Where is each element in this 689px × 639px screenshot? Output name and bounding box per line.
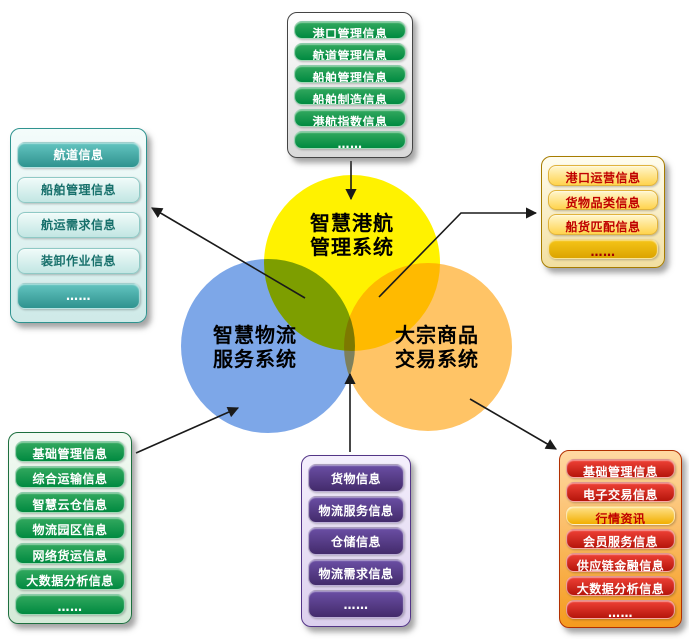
list-item: 综合运输信息 [15,466,125,488]
info-box-cargo-info: 货物信息 物流服务信息 仓储信息 物流需求信息 …… [301,455,411,627]
list-item: 货物品类信息 [548,189,658,210]
list-item: 基础管理信息 [566,459,675,479]
list-item: 物流服务信息 [308,495,404,524]
list-item-ellipsis: …… [548,238,658,259]
list-item: 大数据分析信息 [15,568,125,590]
info-box-logistics-platform: 基础管理信息 综合运输信息 智慧云仓信息 物流园区信息 网络货运信息 大数据分析… [8,432,132,624]
list-item-ellipsis: …… [566,599,675,619]
label-line: 智慧港航 [310,211,394,235]
info-box-trading-platform: 基础管理信息 电子交易信息 行情资讯 会员服务信息 供应链金融信息 大数据分析信… [559,450,682,628]
list-item: 物流需求信息 [308,558,404,587]
label-smart-port-system: 智慧港航 管理系统 [282,211,422,259]
list-item: 基础管理信息 [15,441,125,463]
label-line: 大宗商品 [395,323,479,347]
list-item: 港航指数信息 [294,109,406,127]
label-commodity-trading-system: 大宗商品 交易系统 [370,323,504,371]
list-item: 电子交易信息 [566,482,675,502]
label-line: 服务系统 [213,347,297,371]
list-item-ellipsis: …… [294,131,406,149]
list-item: 行情资讯 [566,505,675,526]
list-item: 货物信息 [308,464,404,492]
label-line: 智慧物流 [213,323,297,347]
list-item: 船舶管理信息 [294,65,406,83]
list-item: 港口运营信息 [548,165,658,186]
list-item: 船货匹配信息 [548,214,658,235]
label-smart-logistics-system: 智慧物流 服务系统 [188,323,322,371]
list-item: 大数据分析信息 [566,576,675,596]
label-line: 交易系统 [395,347,479,371]
list-item: 航道信息 [17,142,140,169]
list-item: 会员服务信息 [566,529,675,549]
list-item: 船舶管理信息 [17,177,140,204]
list-item: 船舶制造信息 [294,87,406,105]
list-item: 港口管理信息 [294,21,406,39]
list-item: 智慧云仓信息 [15,491,125,514]
list-item: 供应链金融信息 [566,552,675,573]
label-line: 管理系统 [310,235,394,259]
list-item: 航运需求信息 [17,212,140,239]
list-item: 网络货运信息 [15,542,125,565]
list-item: 仓储信息 [308,527,404,555]
list-item: 物流园区信息 [15,517,125,539]
info-box-channel-info: 航道信息 船舶管理信息 航运需求信息 装卸作业信息 …… [10,128,147,323]
info-box-port-operation: 港口运营信息 货物品类信息 船货匹配信息 …… [541,156,665,268]
list-item-ellipsis: …… [17,282,140,309]
list-item-ellipsis: …… [308,590,404,618]
list-item: 装卸作业信息 [17,247,140,274]
list-item-ellipsis: …… [15,593,125,615]
info-box-port-management: 港口管理信息 航道管理信息 船舶管理信息 船舶制造信息 港航指数信息 …… [287,12,413,158]
list-item: 航道管理信息 [294,43,406,61]
